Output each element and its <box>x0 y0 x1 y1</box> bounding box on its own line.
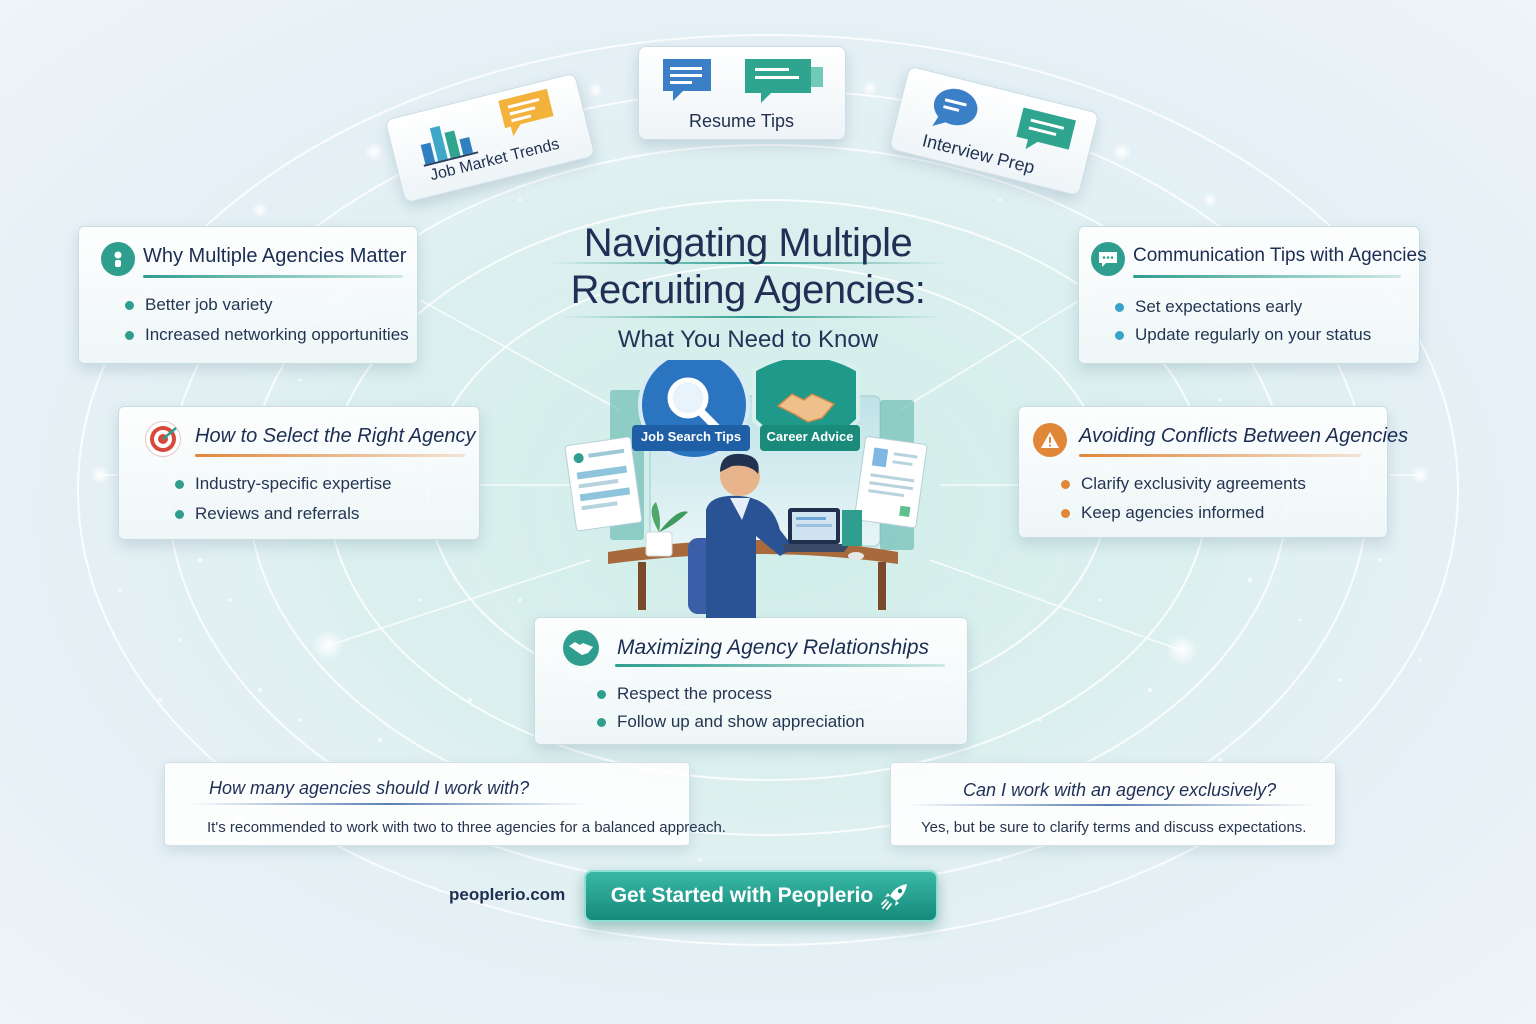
person-badge-icon <box>101 242 135 276</box>
badge-label-career-advice: Career Advice <box>766 429 854 444</box>
list-item: Increased networking opportunities <box>125 325 409 345</box>
card-title: Maximizing Agency Relationships <box>617 636 930 659</box>
faq-answer: Yes, but be sure to clarify terms and di… <box>921 819 1307 836</box>
card-communication-tips: Communication Tips with Agencies Set exp… <box>1078 226 1427 364</box>
page-subtitle: What You Need to Know <box>617 326 879 353</box>
card-title: Why Multiple Agencies Matter <box>143 245 407 267</box>
card-title: Communication Tips with Agencies <box>1133 245 1427 266</box>
list-item: Better job variety <box>125 295 273 315</box>
card-title-underline <box>195 454 465 457</box>
card-title-underline <box>1133 275 1401 278</box>
website-link[interactable]: peoplerio.com <box>449 885 566 904</box>
list-item: Update regularly on your status <box>1115 325 1371 345</box>
warning-icon <box>1033 423 1067 457</box>
tab-resume-tips[interactable]: Resume Tips <box>638 46 846 140</box>
title-underline <box>560 316 944 318</box>
faq-item-exclusive: Can I work with an agency exclusively? Y… <box>890 762 1336 846</box>
list-item: Keep agencies informed <box>1061 503 1264 523</box>
title-underline-top <box>548 262 948 264</box>
card-why-multiple-agencies: Why Multiple Agencies Matter Better job … <box>78 226 418 364</box>
rocket-icon <box>881 884 908 910</box>
target-icon <box>145 421 181 457</box>
card-avoiding-conflicts: Avoiding Conflicts Between Agencies Clar… <box>1018 406 1408 538</box>
faq-answer: It's recommended to work with two to thr… <box>207 819 726 836</box>
faq-underline <box>189 803 589 805</box>
faq-underline <box>905 804 1315 806</box>
list-item: Set expectations early <box>1115 297 1302 317</box>
card-title: Avoiding Conflicts Between Agencies <box>1079 425 1409 447</box>
get-started-button[interactable]: Get Started with Peoplerio <box>584 870 938 922</box>
card-title: How to Select the Right Agency <box>195 425 476 447</box>
page-title-line2: Recruiting Agencies: <box>570 268 926 312</box>
tab-job-market-trends[interactable]: Job Market Trends <box>384 72 596 204</box>
faq-item-agency-count: How many agencies should I work with? It… <box>164 762 726 846</box>
card-title-underline <box>1079 454 1361 457</box>
list-item: Follow up and show appreciation <box>597 712 865 732</box>
note-bubble-icon <box>498 88 554 137</box>
card-title-underline <box>143 275 403 278</box>
handshake-badge-icon <box>563 630 599 666</box>
chat-bubbles-icon <box>663 59 823 103</box>
card-title-underline <box>615 664 945 667</box>
list-item: Industry-specific expertise <box>175 474 392 494</box>
job-seeker-illustration <box>564 360 928 618</box>
chat-badge-icon <box>1091 242 1125 276</box>
tab-label: Resume Tips <box>689 111 795 131</box>
speech-bubbles-icon <box>932 88 1076 150</box>
list-item: Respect the process <box>597 684 772 704</box>
card-maximizing-relationships: Maximizing Agency Relationships Respect … <box>534 617 968 745</box>
tab-interview-prep[interactable]: Interview Prep <box>888 65 1100 197</box>
faq-question: Can I work with an agency exclusively? <box>963 780 1277 800</box>
get-started-label: Get Started with Peoplerio <box>610 884 874 907</box>
faq-question: How many agencies should I work with? <box>209 778 530 798</box>
handshake-icon <box>752 360 860 447</box>
page-title-line1: Navigating Multiple <box>583 221 913 265</box>
bar-chart-icon <box>420 125 479 167</box>
badge-label-job-search-tips: Job Search Tips <box>640 429 742 444</box>
list-item: Reviews and referrals <box>175 504 359 524</box>
card-select-agency: How to Select the Right Agency Industry-… <box>118 406 480 540</box>
list-item: Clarify exclusivity agreements <box>1061 474 1306 494</box>
